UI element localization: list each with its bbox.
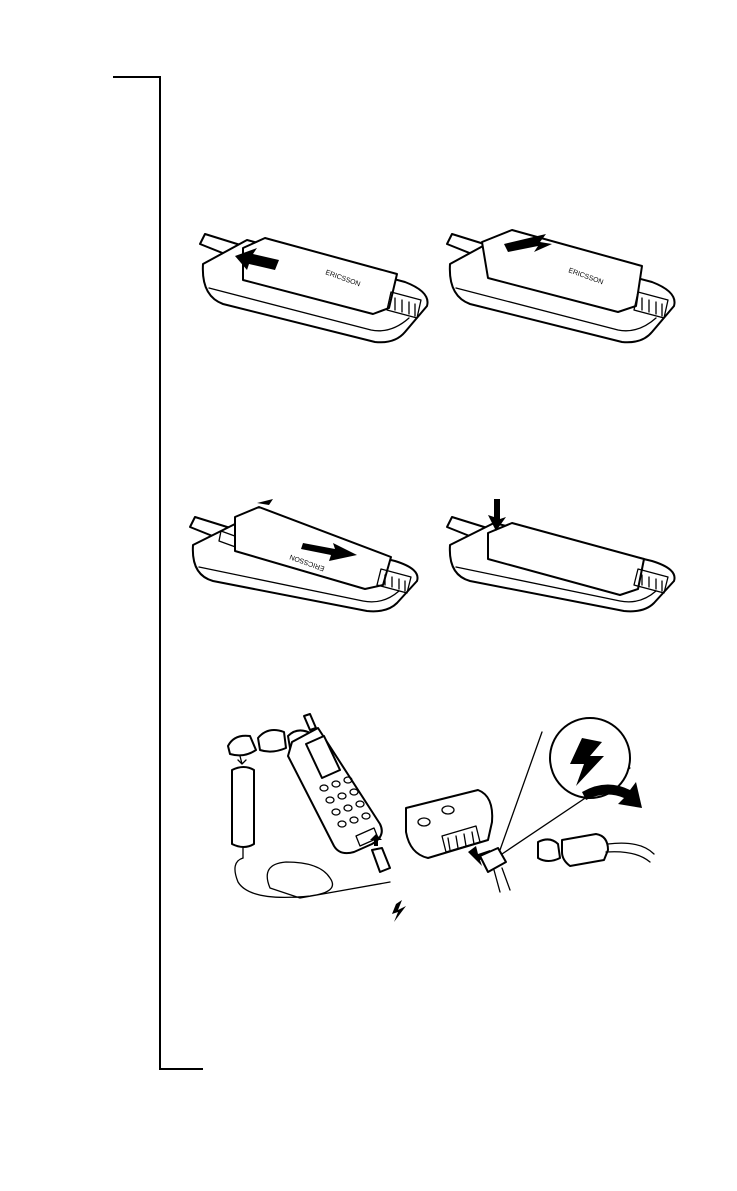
margin-rule-bottom (159, 1068, 203, 1070)
figure-remove-battery-lift: ERICSSON (442, 222, 684, 352)
charger-unit (232, 767, 254, 847)
plug-fingers (538, 839, 560, 861)
phone-antenna-shape (304, 714, 316, 730)
figure-remove-battery-press: ERICSSON (195, 222, 437, 352)
figure-insert-battery-press (442, 495, 684, 615)
lightning-small-icon (392, 900, 406, 922)
margin-rule-vertical (159, 76, 161, 1070)
plug-adapter-1 (228, 736, 256, 756)
figure-insert-battery-slide: ERICSSON (185, 495, 427, 615)
figure-charging (210, 712, 670, 932)
plug-head (562, 834, 608, 866)
phone-plug (372, 848, 390, 872)
charger-cable (235, 858, 390, 898)
plug-adapter-2 (258, 730, 286, 752)
plug-cable (606, 843, 654, 862)
phone-front-shape (288, 728, 382, 853)
closeup-plug-cable (494, 868, 510, 892)
plug-arrow-icon (238, 756, 246, 764)
margin-rule-top (113, 76, 161, 78)
